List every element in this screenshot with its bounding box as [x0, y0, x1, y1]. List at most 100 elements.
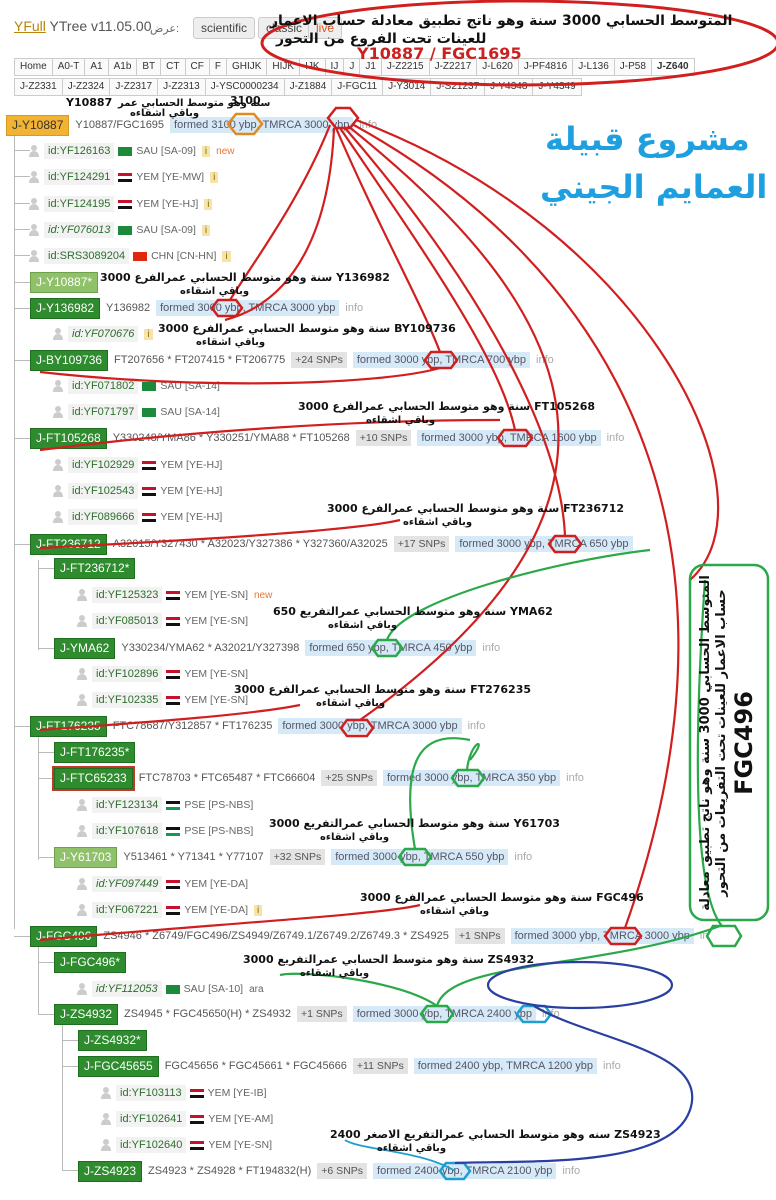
info-link[interactable]: info	[536, 354, 554, 366]
tab-j-pf4816[interactable]: J-PF4816	[517, 58, 574, 76]
tab-hijk[interactable]: HIJK	[266, 58, 301, 76]
tab-bt[interactable]: BT	[136, 58, 162, 76]
node-label[interactable]: J-FGC496*	[54, 951, 127, 973]
snp-count[interactable]: +25 SNPs	[321, 770, 377, 786]
sample-id[interactable]: id:YF124195	[44, 196, 115, 212]
node-label[interactable]: J-FT105268	[30, 427, 107, 449]
tab-j-s21237[interactable]: J-S21237	[430, 78, 486, 96]
sample-id[interactable]: id:YF070676	[68, 326, 139, 342]
node-fgc496[interactable]: J-FGC496 ZS4946 * Z6749/FGC496/ZS4949/Z6…	[30, 925, 709, 947]
tab-a1[interactable]: A1	[84, 58, 109, 76]
node-fgc45655[interactable]: J-FGC45655 FGC45656 * FGC45661 * FGC4566…	[78, 1055, 621, 1077]
snp-count[interactable]: +1 SNPs	[454, 928, 505, 944]
node-zs4932[interactable]: J-ZS4932 ZS4945 * FGC45650(H) * ZS4932 +…	[54, 1003, 560, 1025]
node-label[interactable]: J-FTC65233	[52, 765, 135, 791]
info-link[interactable]: info	[606, 432, 625, 444]
info-link[interactable]: info	[603, 1060, 621, 1072]
app-brand[interactable]: YFull YTree v11.05.00	[14, 18, 152, 34]
snp-count[interactable]: +10 SNPs	[355, 430, 412, 446]
tab-j-y3014[interactable]: J-Y3014	[382, 78, 432, 96]
sample-id[interactable]: id:YF097449	[92, 876, 163, 892]
sample-id[interactable]: id:YF123134	[92, 797, 163, 813]
tab-j-z2331[interactable]: J-Z2331	[14, 78, 63, 96]
node-ft105268[interactable]: J-FT105268 Y330248/YMA86 * Y330251/YMA88…	[30, 427, 625, 449]
sample-id[interactable]: id:YF076013	[44, 222, 115, 238]
sample-id[interactable]: id:YF067221	[92, 902, 163, 918]
info-link[interactable]: info	[562, 1165, 581, 1177]
snp-count[interactable]: +11 SNPs	[352, 1058, 408, 1074]
snp-count[interactable]: +1 SNPs	[296, 1006, 347, 1022]
sample-id[interactable]: id:YF071802	[68, 378, 139, 394]
node-ft236712-star[interactable]: J-FT236712*	[54, 557, 136, 579]
node-label[interactable]: J-Y61703	[54, 846, 118, 868]
sample-id[interactable]: id:YF107618	[92, 823, 163, 839]
info-link[interactable]: info	[467, 720, 486, 732]
tab-j-fgc11[interactable]: J-FGC11	[331, 78, 384, 96]
sample-id[interactable]: id:YF102640	[116, 1137, 187, 1153]
node-ftc65233[interactable]: J-FTC65233 FTC78703 * FTC65487 * FTC6660…	[52, 765, 584, 791]
info-link[interactable]: info	[541, 1008, 560, 1020]
info-badge[interactable]: i	[201, 224, 211, 236]
tab-a1b[interactable]: A1b	[107, 58, 138, 76]
snp-count[interactable]: +24 SNPs	[291, 352, 347, 368]
node-label[interactable]: J-FT176235*	[54, 741, 136, 763]
node-label[interactable]: J-ZS4932	[54, 1003, 119, 1025]
info-link[interactable]: info	[514, 851, 533, 863]
info-badge[interactable]: i	[201, 145, 211, 157]
info-link[interactable]: info	[345, 302, 364, 314]
node-label[interactable]: J-FGC496	[30, 925, 98, 947]
sample-id[interactable]: id:SRS3089204	[44, 248, 130, 264]
info-badge[interactable]: i	[204, 198, 213, 210]
node-label[interactable]: J-FT236712	[30, 533, 107, 555]
info-badge[interactable]: i	[254, 904, 263, 916]
sample-id[interactable]: id:YF103113	[116, 1085, 186, 1101]
tab-home[interactable]: Home	[14, 58, 53, 76]
info-badge[interactable]: i	[210, 171, 219, 183]
node-ft176235[interactable]: J-FT176235 FTC78687/Y312857 * FT176235 f…	[30, 715, 486, 737]
tab-ijk[interactable]: IJK	[299, 58, 326, 76]
sample-id[interactable]: id:YF085013	[92, 613, 163, 629]
node-y10887-star[interactable]: J-Y10887*	[30, 271, 99, 293]
node-y136982[interactable]: J-Y136982 Y136982 formed 3000 ybp, TMRCA…	[30, 297, 364, 319]
scientific-button[interactable]: scientific	[193, 17, 256, 39]
tab-j-y4348[interactable]: J-Y4348	[484, 78, 534, 96]
sample-id[interactable]: id:YF089666	[68, 509, 139, 525]
tab-a0-t[interactable]: A0-T	[51, 58, 86, 76]
node-label[interactable]: J-BY109736	[30, 349, 109, 371]
tab-j-p58[interactable]: J-P58	[613, 58, 652, 76]
sample-id[interactable]: id:YF102543	[68, 483, 139, 499]
tab-j-z2317[interactable]: J-Z2317	[109, 78, 159, 96]
node-by109736[interactable]: J-BY109736 FT207656 * FT207415 * FT20677…	[30, 349, 554, 371]
sample-id[interactable]: id:YF125323	[92, 587, 163, 603]
snp-count[interactable]: +17 SNPs	[393, 536, 450, 552]
sample-id[interactable]: id:YF071797	[68, 404, 139, 420]
node-label[interactable]: J-ZS4932*	[78, 1029, 147, 1051]
tab-j-z1884[interactable]: J-Z1884	[283, 78, 333, 96]
tab-j-l136[interactable]: J-L136	[572, 58, 615, 76]
info-badge[interactable]: i	[144, 328, 153, 340]
node-y61703[interactable]: J-Y61703 Y513461 * Y71341 * Y77107 +32 S…	[54, 846, 533, 868]
node-ft236712[interactable]: J-FT236712 A32015/Y327430 * A32023/Y3273…	[30, 533, 633, 555]
node-label[interactable]: J-Y10887	[6, 114, 70, 136]
tab-ghijk[interactable]: GHIJK	[225, 58, 268, 76]
node-fgc496-star[interactable]: J-FGC496*	[54, 951, 127, 973]
sample-id[interactable]: id:YF102929	[68, 457, 139, 473]
tab-j-y4349[interactable]: J-Y4349	[532, 78, 582, 96]
tab-f[interactable]: F	[208, 58, 227, 76]
info-link[interactable]: info	[482, 642, 501, 654]
info-link[interactable]: info	[359, 119, 378, 131]
node-label[interactable]: J-ZS4923	[78, 1160, 143, 1182]
info-link[interactable]: in	[699, 930, 709, 942]
sample-id[interactable]: id:YF102896	[92, 666, 163, 682]
node-label[interactable]: J-FT176235	[30, 715, 107, 737]
sample-id[interactable]: id:YF112053	[92, 981, 162, 997]
sample-id[interactable]: id:YF102335	[92, 692, 163, 708]
node-label[interactable]: J-Y136982	[30, 297, 101, 319]
tab-j-z2313[interactable]: J-Z2313	[157, 78, 206, 96]
yfull-link[interactable]: YFull	[14, 18, 46, 34]
sample-id[interactable]: id:YF102641	[116, 1111, 187, 1127]
tab-cf[interactable]: CF	[184, 58, 210, 76]
info-link[interactable]: info	[566, 772, 584, 784]
node-zs4923[interactable]: J-ZS4923 ZS4923 * ZS4928 * FT194832(H) +…	[78, 1160, 581, 1182]
sample-id[interactable]: id:YF124291	[44, 169, 115, 185]
